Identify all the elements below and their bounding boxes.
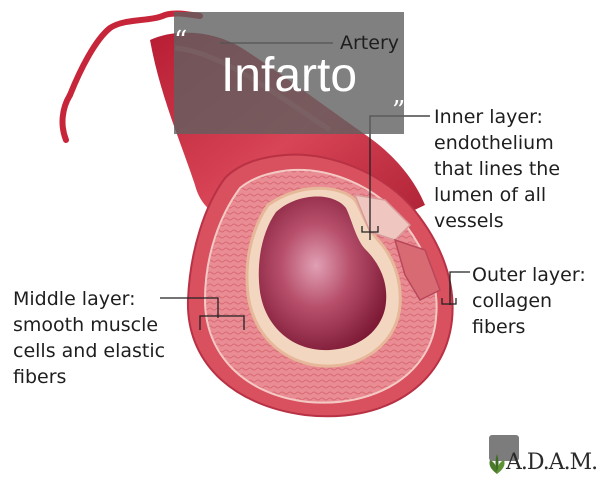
- inner-layer-label: Inner layer: endothelium that lines the …: [434, 106, 561, 232]
- outer-layer-label: Outer layer: collagen fibers: [472, 264, 586, 338]
- middle-layer-leader-line: [160, 297, 219, 318]
- lumen: [258, 196, 387, 351]
- logo-text: A.D.A.M.: [506, 450, 598, 475]
- inner-layer-bracket: [361, 226, 379, 233]
- adam-logo: A.D.A.M.: [486, 446, 602, 478]
- open-quote-mark: “: [174, 26, 188, 56]
- artery-label: Artery: [340, 32, 400, 54]
- middle-layer-bracket: [199, 315, 245, 330]
- close-quote-mark: ”: [392, 96, 406, 126]
- leaf-icon: [489, 454, 505, 474]
- middle-layer-label: Middle layer: smooth muscle cells and el…: [13, 288, 166, 388]
- outer-layer-bracket: [441, 298, 457, 305]
- layer-cutaway: [353, 194, 412, 241]
- video-control-icon[interactable]: [489, 435, 519, 461]
- title-overlay: “ ” Infarto: [174, 12, 406, 134]
- overlay-title: Infarto: [220, 49, 358, 102]
- layer-cutaway: [393, 238, 441, 301]
- small-artery-branch: [59, 92, 73, 143]
- outer-layer-leader-line: [449, 271, 470, 305]
